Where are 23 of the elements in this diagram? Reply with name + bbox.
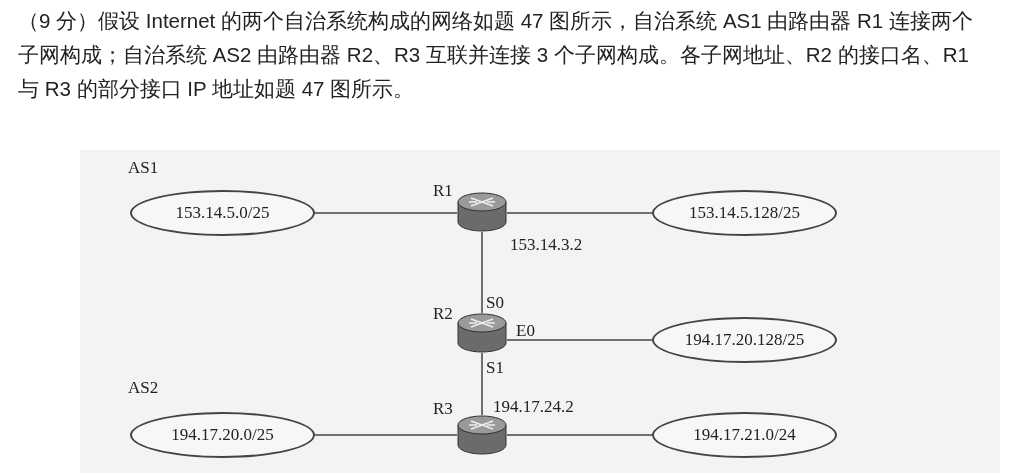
router-label: R1 <box>433 180 453 202</box>
network-link <box>314 434 458 436</box>
router-label: R2 <box>433 303 453 325</box>
system-label: AS2 <box>128 377 159 399</box>
subnet-address: 153.14.5.0/25 <box>175 202 270 225</box>
network-link <box>506 212 653 214</box>
network-link <box>314 212 458 214</box>
interface-label: S0 <box>486 292 504 314</box>
interface-ip: 194.17.24.2 <box>493 396 574 418</box>
network-link <box>506 339 653 341</box>
router-label: R3 <box>433 398 453 420</box>
subnet-address: 153.14.5.128/25 <box>689 202 800 225</box>
network-link <box>481 231 483 314</box>
subnet-address: 194.17.20.128/25 <box>684 329 805 352</box>
network-link <box>506 434 653 436</box>
interface-ip: 153.14.3.2 <box>510 234 583 256</box>
interface-label: E0 <box>516 320 535 342</box>
network-link <box>481 352 483 416</box>
question-text: （9 分）假设 Internet 的两个自治系统构成的网络如题 47 图所示，自治系统 AS1 由路由器 R1 连接两个子网构成；自治系统 AS2 由路由器 R2、R3 互联并连接 3 个子网构成。各子网地址、R2 的接口名、R1 与 R3 的部分接口 IP 地址如题 47 图所示。 <box>18 8 974 102</box>
subnet-address: 194.17.20.0/25 <box>171 424 274 447</box>
interface-label: S1 <box>486 357 504 379</box>
subnet-address: 194.17.21.0/24 <box>693 424 796 447</box>
system-label: AS1 <box>128 157 159 179</box>
